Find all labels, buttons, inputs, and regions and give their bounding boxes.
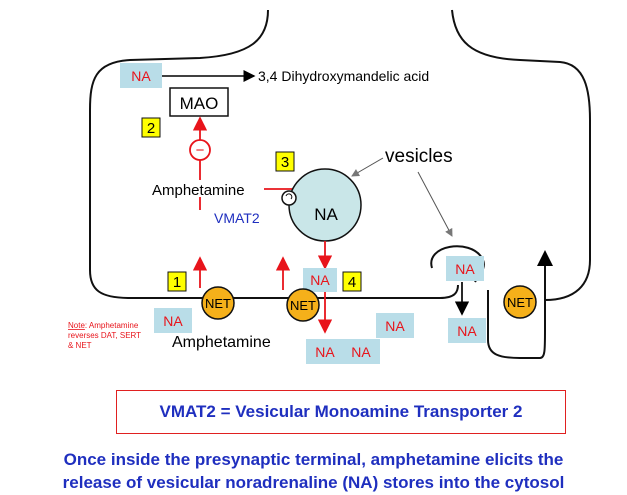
na-box-cleft-1 — [376, 313, 414, 338]
na-box-mao — [120, 63, 162, 88]
na-box-loop — [446, 256, 484, 281]
vesicles-label: vesicles — [385, 146, 453, 167]
step-number-4: 4 — [348, 274, 356, 291]
mao-box — [169, 87, 229, 117]
na-box-cleft-2 — [306, 339, 344, 364]
step-number-2: 2 — [147, 120, 155, 137]
legend-text: VMAT2 = Vesicular Monoamine Transporter … — [159, 402, 523, 421]
na-label-cleft-2: NA — [315, 344, 335, 360]
na-box-cytosol — [303, 268, 337, 292]
legend-box: VMAT2 = Vesicular Monoamine Transporter … — [116, 390, 566, 434]
na-label-mao: NA — [131, 68, 151, 84]
net-transporter-1 — [201, 286, 235, 320]
metabolite-label: 3,4 Dihydroxymandelic acid — [258, 68, 429, 84]
inhibition-minus: − — [196, 142, 205, 159]
na-label-net1: NA — [163, 313, 183, 329]
net-label-1: NET — [205, 296, 231, 311]
na-label-cleft-1: NA — [385, 318, 405, 334]
note-line-2: reverses DAT, SERT — [68, 331, 141, 340]
step-badge-2 — [141, 117, 161, 138]
presynaptic-membrane-right — [451, 9, 591, 301]
step-badge-3 — [275, 151, 295, 172]
step-badge-1 — [167, 271, 187, 292]
mao-label: MAO — [180, 94, 219, 113]
caption-line-2: release of vesicular noradrenaline (NA) … — [62, 473, 565, 492]
na-label-loop: NA — [455, 261, 475, 277]
na-box-cleft-3 — [342, 339, 380, 364]
caption-line-1: Once inside the presynaptic terminal, am… — [63, 450, 564, 469]
vmat2-transporter-icon — [281, 190, 297, 206]
net-label-2: NET — [290, 298, 316, 313]
amphetamine-label-inner: Amphetamine — [152, 182, 245, 199]
na-label-right: NA — [457, 323, 477, 339]
membrane-lower-right — [487, 250, 553, 359]
vesicles-pointer-2 — [417, 171, 453, 237]
note-line-3: & NET — [68, 341, 92, 350]
step-badge-4 — [342, 271, 362, 292]
na-box-right — [448, 318, 486, 343]
note-line-1: : Amphetamine — [85, 321, 139, 330]
step-number-1: 1 — [173, 274, 181, 291]
presynaptic-membrane — [89, 9, 459, 299]
note-text: Note: Amphetamine — [68, 321, 139, 330]
amphetamine-mechanism-diagram: NA 3,4 Dihydroxymandelic acid MAO 2 − Am… — [68, 9, 591, 364]
note-title: Note — [68, 321, 85, 330]
net-transporter-3 — [503, 285, 537, 319]
na-box-net1 — [154, 308, 192, 333]
na-label-cytosol: NA — [310, 272, 330, 288]
caption: Once inside the presynaptic terminal, am… — [0, 448, 627, 494]
vmat2-label: VMAT2 — [214, 210, 260, 226]
amphetamine-label-outer: Amphetamine — [172, 334, 271, 351]
na-label-vesicle: NA — [314, 205, 338, 224]
step-number-3: 3 — [281, 154, 289, 171]
vmat2-curl-icon — [285, 193, 293, 200]
net-label-3: NET — [507, 295, 533, 310]
net-transporter-2 — [286, 288, 320, 322]
vesicles-pointer-1 — [351, 157, 384, 177]
na-label-cleft-3: NA — [351, 344, 371, 360]
